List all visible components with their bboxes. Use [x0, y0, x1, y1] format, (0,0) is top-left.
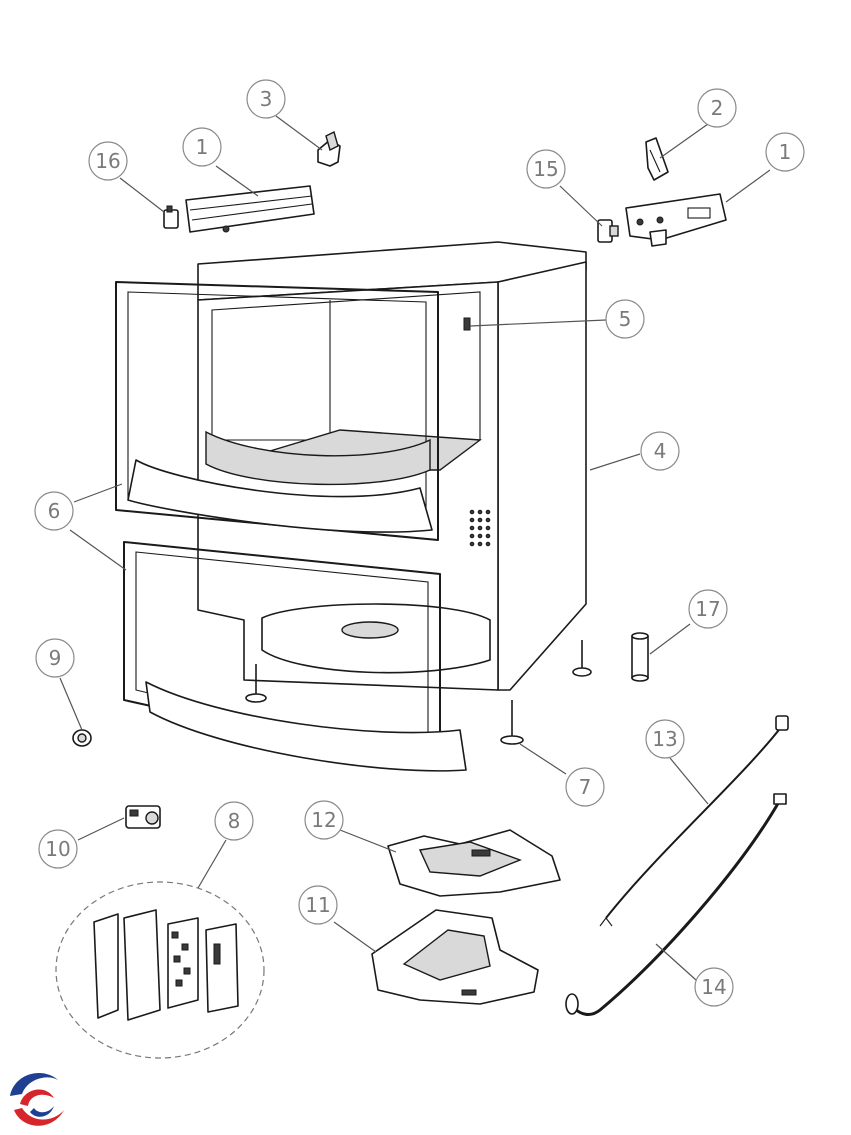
- part-upper-drawer-frame[interactable]: [115, 281, 439, 541]
- part-round-cap[interactable]: [72, 729, 92, 747]
- part-circuit-boards[interactable]: [55, 881, 265, 1059]
- callout-label: 11: [305, 893, 330, 917]
- part-lower-drawer-frame[interactable]: [123, 541, 467, 772]
- callout-label: 15: [533, 157, 558, 181]
- callout-17[interactable]: 17: [688, 589, 728, 629]
- callout-16[interactable]: 16: [88, 141, 128, 181]
- callout-2[interactable]: 2: [697, 88, 737, 128]
- callout-label: 2: [711, 96, 724, 120]
- part-switch[interactable]: [125, 805, 161, 829]
- callout-15[interactable]: 15: [526, 149, 566, 189]
- callout-1-right[interactable]: 1: [765, 132, 805, 172]
- callout-label: 14: [701, 975, 726, 999]
- callout-label: 13: [652, 727, 677, 751]
- part-hinge[interactable]: [645, 137, 669, 181]
- part-hose[interactable]: [565, 793, 787, 1016]
- callout-11[interactable]: 11: [298, 885, 338, 925]
- callout-7[interactable]: 7: [565, 767, 605, 807]
- callout-label: 9: [49, 646, 62, 670]
- part-slot: [463, 317, 471, 331]
- callout-label: 1: [196, 135, 209, 159]
- callout-6[interactable]: 6: [34, 491, 74, 531]
- brand-logo-icon: [6, 1070, 66, 1130]
- callout-label: 8: [228, 809, 241, 833]
- board-components: [171, 931, 191, 987]
- callout-label: 7: [579, 775, 592, 799]
- part-clip[interactable]: [163, 205, 179, 229]
- part-cylinder[interactable]: [631, 632, 649, 682]
- callout-5[interactable]: 5: [605, 299, 645, 339]
- part-power-cord[interactable]: [599, 715, 789, 927]
- part-base-housing-11[interactable]: [371, 909, 539, 1005]
- callout-label: 17: [695, 597, 720, 621]
- part-hinge-bracket[interactable]: [317, 130, 341, 167]
- callout-13[interactable]: 13: [645, 719, 685, 759]
- leader-lines: [59, 115, 771, 981]
- part-lower-housing-12[interactable]: [387, 829, 561, 897]
- callout-14[interactable]: 14: [694, 967, 734, 1007]
- callout-label: 12: [311, 808, 336, 832]
- part-leveling-feet[interactable]: [245, 640, 592, 745]
- callout-label: 1: [779, 140, 792, 164]
- callout-label: 3: [260, 87, 273, 111]
- part-top-rail[interactable]: [185, 185, 315, 233]
- callout-9[interactable]: 9: [35, 638, 75, 678]
- callout-label: 4: [654, 439, 667, 463]
- callout-1-left[interactable]: 1: [182, 127, 222, 167]
- callout-label: 16: [95, 149, 120, 173]
- callout-label: 10: [45, 837, 70, 861]
- vent-grid: [469, 509, 491, 547]
- part-control-bracket[interactable]: [625, 193, 727, 247]
- callout-8[interactable]: 8: [214, 801, 254, 841]
- callout-3[interactable]: 3: [246, 79, 286, 119]
- callout-label: 6: [48, 499, 61, 523]
- part-bracket-clip[interactable]: [597, 219, 619, 243]
- callout-label: 5: [619, 307, 632, 331]
- callout-10[interactable]: 10: [38, 829, 78, 869]
- callout-4[interactable]: 4: [640, 431, 680, 471]
- callout-12[interactable]: 12: [304, 800, 344, 840]
